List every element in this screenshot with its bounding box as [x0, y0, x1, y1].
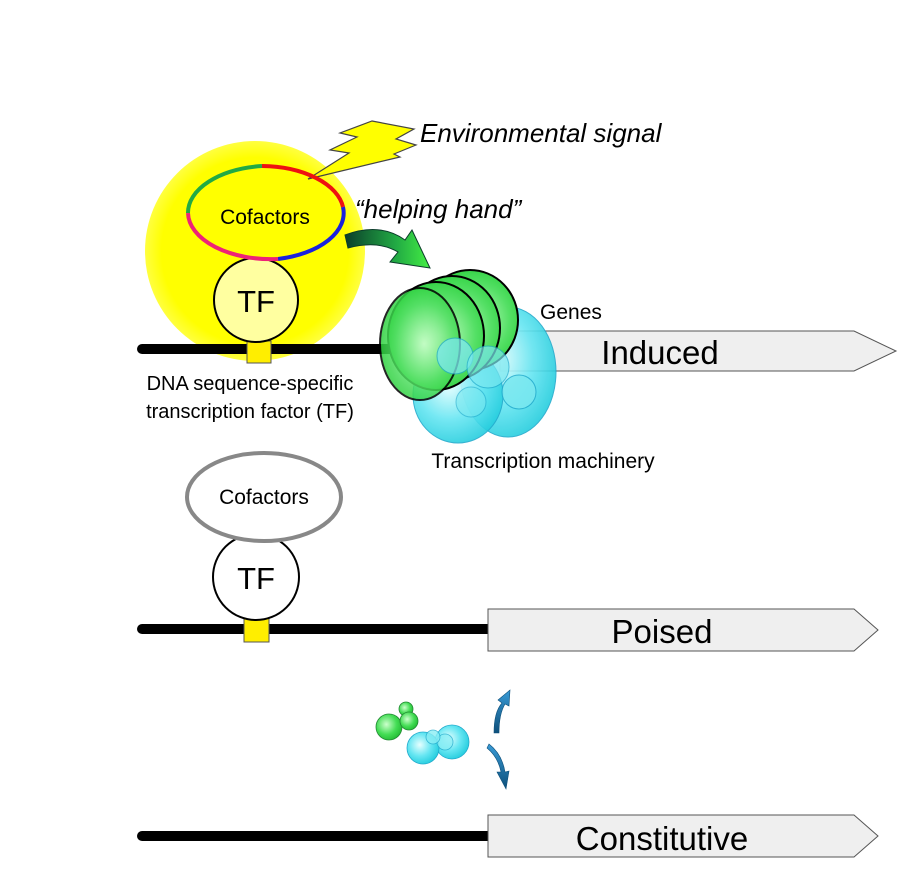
tf-description-line1: DNA sequence-specific [147, 373, 354, 395]
poised-label: Poised [612, 613, 713, 650]
release-arrow-down-icon [486, 743, 510, 790]
transcription-machinery-label: Transcription machinery [431, 450, 655, 473]
induced-label: Induced [601, 334, 718, 371]
cofactors-ring-poised [185, 451, 343, 543]
tf-description-line2: transcription factor (TF) [146, 401, 354, 423]
yellow-activation-glow [145, 141, 365, 361]
tf-label-induced: TF [237, 284, 275, 319]
transcription-machinery-induced [379, 269, 557, 444]
tf-label-poised: TF [237, 561, 275, 596]
gene-arrow-poised [487, 608, 879, 652]
cofactors-label-induced: Cofactors [220, 206, 310, 229]
lightning-bolt-icon [307, 120, 418, 180]
constitutive-panel: Constitutive [137, 689, 879, 858]
free-transcription-machinery [375, 701, 470, 765]
gene-arrow-constitutive [487, 814, 879, 858]
environmental-signal-label: Environmental signal [420, 118, 663, 148]
constitutive-label: Constitutive [576, 820, 748, 857]
helping-hand-arrow-icon [344, 229, 431, 269]
induced-panel: Induced TF Cofactors Env [137, 118, 898, 473]
cofactors-ring-induced [185, 164, 346, 262]
poised-panel: Poised TF Cofactors [137, 451, 879, 652]
release-arrow-up-icon [493, 689, 511, 734]
cofactors-label-poised: Cofactors [219, 486, 309, 509]
helping-hand-label: “helping hand” [355, 194, 523, 224]
genes-label: Genes [540, 301, 602, 324]
binding-site-induced [246, 340, 272, 364]
binding-site-poised [243, 617, 270, 643]
